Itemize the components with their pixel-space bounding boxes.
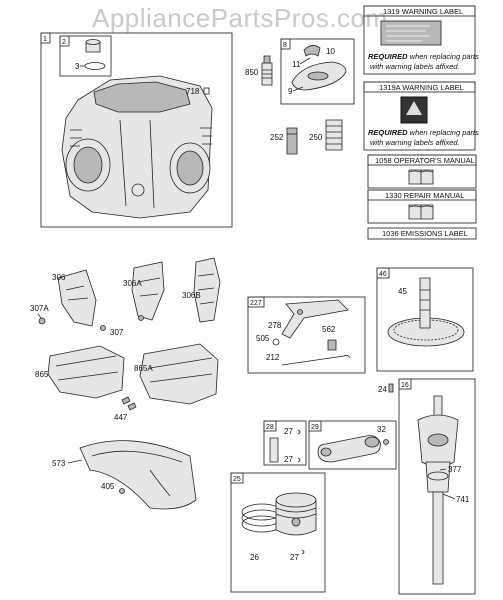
label-377: 377 <box>448 465 462 474</box>
label-718: 718 <box>186 87 200 96</box>
governor-link-icon <box>281 354 351 366</box>
crank-pto-shaft-icon <box>432 491 444 585</box>
engine-block-icon <box>61 75 213 219</box>
filter-252-icon <box>286 127 298 155</box>
piston-group: 25 26 27 <box>230 472 326 593</box>
label-45: 45 <box>398 287 407 296</box>
repair-manual-title: 1330 REPAIR MANUAL <box>385 191 464 200</box>
connecting-rod-group: 29 32 <box>308 420 397 470</box>
governor-box-number: 227 <box>250 300 262 307</box>
crankshaft-box-number: 16 <box>401 382 409 389</box>
key-24-icon <box>388 383 394 393</box>
valve-cover-box-number: 8 <box>283 42 287 49</box>
governor-lever-icon <box>281 299 349 339</box>
label-306: 306 <box>52 273 66 282</box>
label-573: 573 <box>52 459 66 468</box>
shroud-306a-icon <box>131 261 165 321</box>
crankshaft-box <box>398 378 476 595</box>
connecting-rod-box <box>308 420 397 470</box>
label-9: 9 <box>288 87 293 96</box>
emissions-label-title: 1036 EMISSIONS LABEL <box>382 229 468 238</box>
engine-block-box-number: 1 <box>43 36 47 43</box>
valve-cover-box <box>280 38 355 105</box>
piston-box-number: 25 <box>233 476 241 483</box>
camshaft-group: 46 45 <box>376 267 474 372</box>
sealant-tube-icon <box>261 55 273 86</box>
camshaft-box <box>376 267 474 372</box>
warning-label-1319-text1: when replacing parts <box>408 52 480 61</box>
engine-block-group: 1 2 3 718 <box>40 32 233 228</box>
svg-text:REQUIRED when replacing parts: REQUIRED when replacing parts <box>368 52 479 61</box>
connecting-rod-box-number: 29 <box>311 424 319 431</box>
warning-label-1319: 1319 WARNING LABEL REQUIRED when replaci… <box>363 5 479 75</box>
camshaft-box-number: 46 <box>379 271 387 278</box>
governor-box <box>247 296 366 374</box>
shroud-865a-icon <box>139 343 219 405</box>
screws-447-icon <box>121 396 137 411</box>
label-405: 405 <box>101 482 115 491</box>
label-278: 278 <box>268 321 282 330</box>
pin-ring <box>84 62 106 70</box>
governor-group: 227 278 562 505 212 <box>247 296 366 374</box>
watermark: AppliancePartsPros.com <box>92 3 388 33</box>
label-3: 3 <box>75 62 80 71</box>
shroud-865-icon <box>47 345 125 399</box>
label-27-bottom: 27 <box>284 455 293 464</box>
warning-label-1319a-required: REQUIRED <box>368 128 408 137</box>
label-11: 11 <box>292 60 301 69</box>
label-24: 24 <box>378 385 387 394</box>
shroud-306-icon <box>57 269 97 327</box>
label-307: 307 <box>110 328 124 337</box>
label-27-top: 27 <box>284 427 293 436</box>
label-850: 850 <box>245 68 259 77</box>
crankshaft-group: 16 377 741 <box>398 378 476 595</box>
label-252: 252 <box>270 133 284 142</box>
warning-label-1319-title: 1319 WARNING LABEL <box>383 7 463 16</box>
label-865: 865 <box>35 370 49 379</box>
repair-manual: 1330 REPAIR MANUAL <box>367 189 477 224</box>
label-27-piston: 27 <box>290 553 299 562</box>
label-306a: 306A <box>123 279 142 288</box>
label-865a: 865A <box>134 364 153 373</box>
piston-pin-box <box>59 35 112 77</box>
label-447: 447 <box>114 413 128 422</box>
label-250: 250 <box>309 133 323 142</box>
warning-label-1319a: 1319A WARNING LABEL REQUIRED when replac… <box>363 81 479 151</box>
filter-250-icon <box>325 119 343 151</box>
svg-text:REQUIRED when replacing parts: REQUIRED when replacing parts <box>368 128 479 137</box>
label-505: 505 <box>256 334 270 343</box>
label-741: 741 <box>456 495 470 504</box>
engine-block-box <box>40 32 233 228</box>
warning-label-1319a-title: 1319A WARNING LABEL <box>379 83 464 92</box>
guard-573-icon <box>79 440 197 510</box>
rod-pin-group: 28 27 27 <box>263 420 307 466</box>
piston-pin-box-number: 2 <box>62 39 66 46</box>
cam-shaft-icon <box>419 277 431 329</box>
valve-cover-group: 8 10 11 9 <box>280 38 355 105</box>
operators-manual: 1058 OPERATOR'S MANUAL <box>367 154 477 189</box>
operators-manual-title: 1058 OPERATOR'S MANUAL <box>375 156 475 165</box>
breather-tube <box>303 45 321 57</box>
label-32: 32 <box>377 425 386 434</box>
label-26: 26 <box>250 553 259 562</box>
warning-label-1319a-text1: when replacing parts <box>408 128 480 137</box>
rod-pin-box <box>263 420 307 466</box>
label-212: 212 <box>266 353 280 362</box>
label-562: 562 <box>322 325 336 334</box>
label-306b: 306B <box>182 291 201 300</box>
rod-pin-box-number: 28 <box>266 424 274 431</box>
label-10: 10 <box>326 47 335 56</box>
label-307a: 307A <box>30 304 49 313</box>
shroud-306b-icon <box>193 257 221 323</box>
emissions-label: 1036 EMISSIONS LABEL <box>367 227 477 240</box>
piston-box <box>230 472 326 593</box>
warning-label-1319-required: REQUIRED <box>368 52 408 61</box>
wrist-pin-icon <box>269 437 279 463</box>
warning-label-1319a-text2: with warning labels affixed. <box>370 138 460 147</box>
warning-label-1319-text2: with warning labels affixed. <box>370 62 460 71</box>
